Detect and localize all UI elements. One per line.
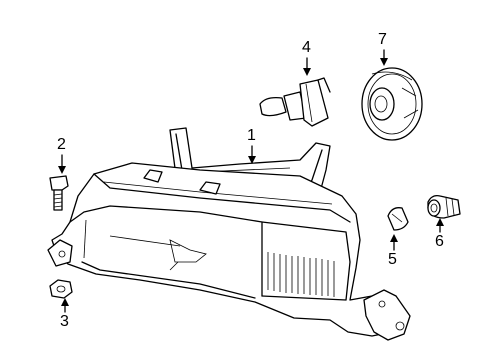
headlamp-bulb — [259, 77, 331, 127]
callout-label-3: 3 — [60, 313, 69, 330]
callout-label-2: 2 — [57, 136, 66, 153]
callout-label-7: 7 — [378, 31, 387, 48]
callout-2: 2 — [57, 136, 66, 174]
callout-3: 3 — [60, 298, 69, 330]
callout-1: 1 — [247, 127, 256, 164]
bulb-socket — [427, 194, 461, 219]
callout-7: 7 — [378, 31, 388, 66]
mounting-bolt — [49, 175, 69, 211]
bulb-cap — [361, 67, 423, 141]
nut — [49, 279, 73, 299]
callout-label-4: 4 — [302, 39, 311, 56]
headlamp-assembly — [47, 127, 411, 341]
callout-label-6: 6 — [435, 233, 444, 250]
side-marker-bulb — [387, 207, 409, 231]
callout-label-1: 1 — [247, 127, 256, 144]
callout-4: 4 — [302, 39, 311, 76]
callout-6: 6 — [435, 218, 444, 250]
callout-5: 5 — [388, 234, 398, 268]
callout-label-5: 5 — [388, 251, 397, 268]
